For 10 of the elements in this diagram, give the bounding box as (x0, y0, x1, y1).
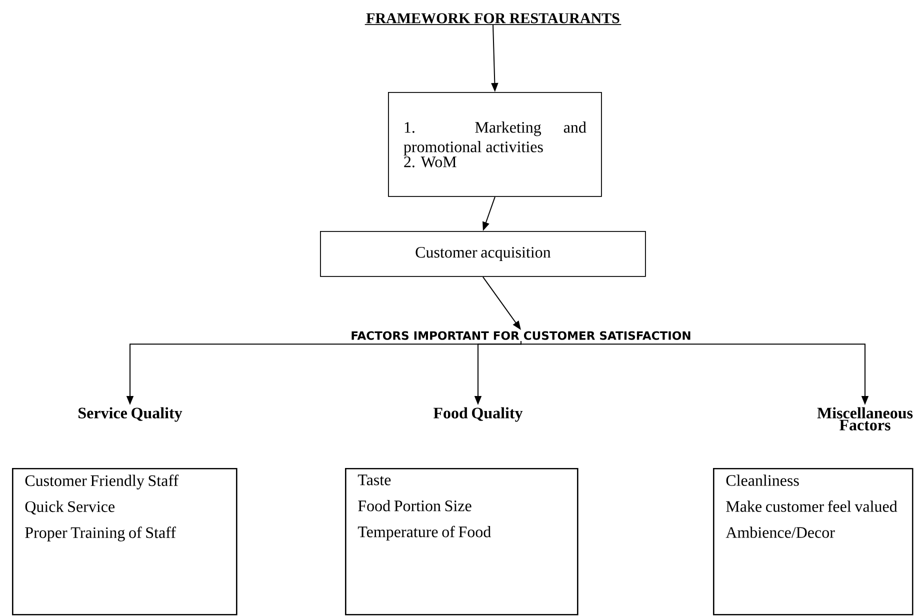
process-box: Customer acquisition (320, 231, 646, 277)
category-heading: Food Quality (433, 407, 523, 422)
category-heading: Service Quality (78, 407, 182, 422)
process-box: 1. Marketing and promotional activities 2. WoM (388, 92, 602, 197)
section-heading: FACTORS IMPORTANT FOR CUSTOMER SATISFACTION (352, 331, 690, 340)
category-heading: Miscellaneous Factors (817, 407, 913, 430)
list-box: Cleanliness Make customer feel valued Ambience/Decor (713, 468, 914, 616)
list-box: Taste Food Portion Size Temperature of Food (345, 468, 578, 616)
list-box: Customer Friendly Staff Quick Service Proper Training of Staff (12, 468, 238, 616)
underlined-heading: FRAMEWORK FOR RESTAURANTS (364, 13, 622, 25)
